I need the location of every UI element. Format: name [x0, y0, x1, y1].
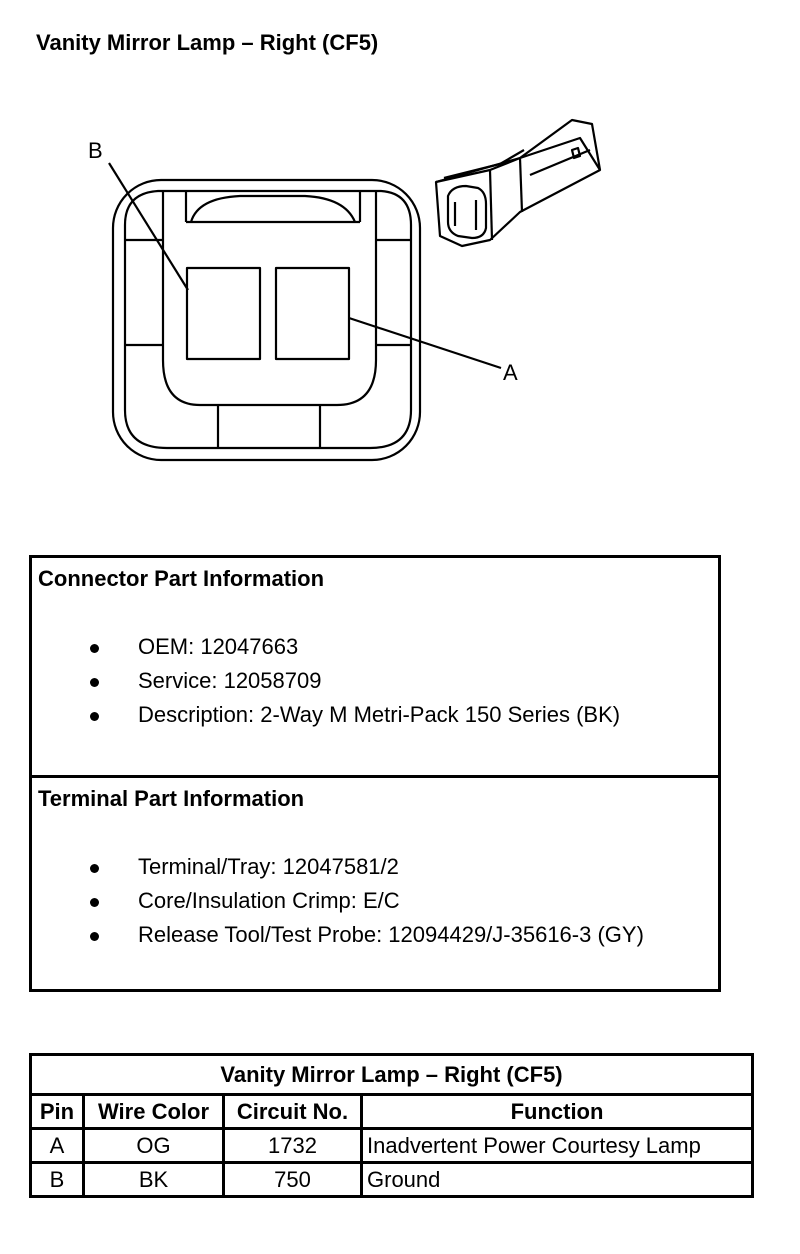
cell-function: Ground — [359, 1161, 755, 1198]
bullet-icon — [90, 644, 99, 653]
bullet-icon — [90, 932, 99, 941]
callout-label-b: B — [88, 138, 103, 163]
cell-pin: B — [29, 1161, 85, 1198]
cell-circuit-no: 750 — [222, 1161, 363, 1198]
connector-info-heading: Connector Part Information — [38, 566, 325, 591]
table-row: A OG 1732 Inadvertent Power Courtesy Lam… — [29, 1127, 755, 1164]
cell-wire-color: BK — [82, 1161, 225, 1198]
terminal-info-heading: Terminal Part Information — [38, 786, 305, 811]
table-header-row: Pin Wire Color Circuit No. Function — [29, 1093, 755, 1130]
column-header-pin: Pin — [29, 1093, 85, 1130]
terminal-cavity-a — [274, 266, 351, 361]
column-header-function: Function — [359, 1093, 755, 1130]
cell-circuit-no: 1732 — [222, 1127, 363, 1164]
connector-diagram: B A — [88, 118, 602, 462]
callout-label-a: A — [503, 360, 518, 385]
page-title: Vanity Mirror Lamp – Right (CF5) — [36, 30, 379, 55]
part-information-box: Connector Part Information OEM: 12047663… — [29, 555, 721, 992]
table-caption-row: Vanity Mirror Lamp – Right (CF5) — [28, 1053, 755, 1096]
leader-line-b — [108, 162, 189, 291]
connector-isometric-view — [434, 118, 602, 248]
connector-part-information: Connector Part Information OEM: 12047663… — [38, 566, 621, 727]
bullet-icon — [90, 898, 99, 907]
cell-wire-color: OG — [82, 1127, 225, 1164]
table-caption: Vanity Mirror Lamp – Right (CF5) — [28, 1053, 755, 1096]
bullet-icon — [90, 678, 99, 687]
column-header-circuit-no: Circuit No. — [222, 1093, 363, 1130]
terminal-part-information: Terminal Part Information Terminal/Tray:… — [32, 775, 718, 992]
connector-face-view — [111, 178, 422, 462]
cell-pin: A — [29, 1127, 85, 1164]
leader-line-a — [348, 316, 502, 370]
pinout-table: Vanity Mirror Lamp – Right (CF5) Pin Wir… — [28, 1053, 755, 1198]
bullet-icon — [90, 864, 99, 873]
column-header-wire-color: Wire Color — [82, 1093, 225, 1130]
bullet-icon — [90, 712, 99, 721]
connector-outer-shell — [111, 178, 422, 462]
table-row: B BK 750 Ground — [29, 1161, 755, 1198]
terminal-cavity-b — [185, 266, 262, 361]
cell-function: Inadvertent Power Courtesy Lamp — [359, 1127, 755, 1164]
